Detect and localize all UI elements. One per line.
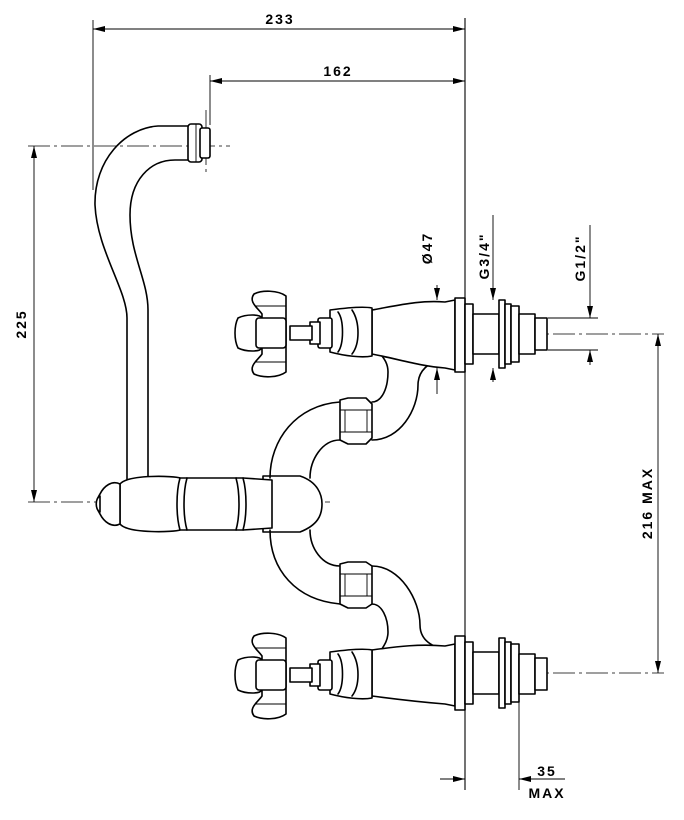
dim-max-label: MAX [528,785,565,801]
dim-216max-label: 216 MAX [639,467,655,539]
spout [94,123,211,481]
dimension-flange-diameter: Ø47 [419,232,440,394]
dimension-projection: 35 MAX [440,700,565,801]
dimension-thread-outer: G3/4" [476,215,496,382]
upper-connector-pipe [269,349,441,479]
upper-valve [234,290,548,378]
dim-g12-label: G1/2" [572,235,588,282]
lower-connector-pipe [269,529,451,653]
dim-g34-label: G3/4" [476,233,492,280]
dimension-inlet-spacing: 216 MAX [639,334,661,673]
dim-233-label: 233 [265,11,294,27]
dimension-spout-width: 162 [209,63,465,125]
dimension-spout-height: 225 [13,146,37,502]
dim-o47-label: Ø47 [419,232,435,264]
dim-35-label: 35 [537,763,557,779]
dimension-thread-inner: G1/2" [548,225,598,365]
dimension-overall-width: 233 [92,11,465,190]
dim-225-label: 225 [13,309,29,338]
faucet-body [95,475,323,533]
dim-162-label: 162 [323,63,352,79]
lower-valve [234,632,548,720]
